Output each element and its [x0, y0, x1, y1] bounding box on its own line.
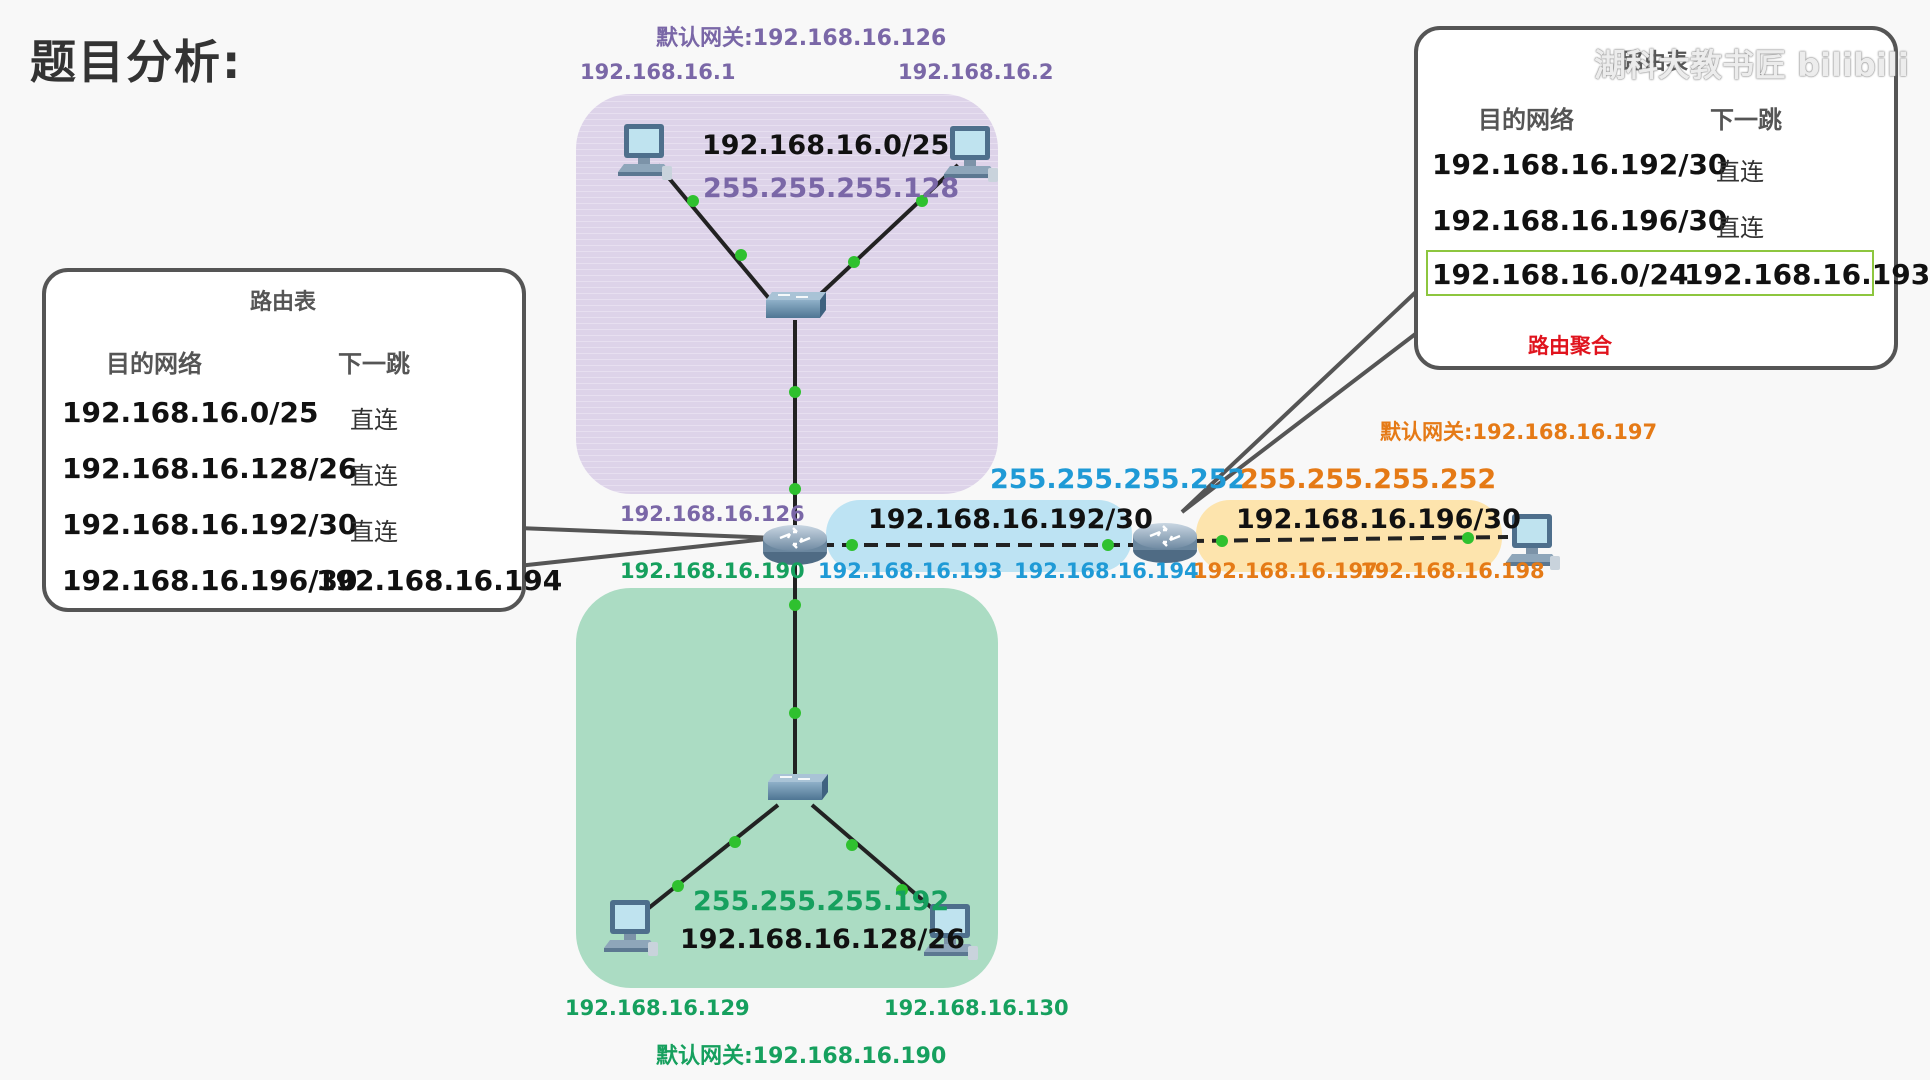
- right-table-row-2-dest: 192.168.16.196/30: [1432, 204, 1728, 237]
- bottom-lan-host-left-ip: 192.168.16.129: [565, 996, 750, 1020]
- right-table-row-2-next: 直连: [1716, 214, 1764, 242]
- route-aggregation-note: 路由聚合: [1528, 334, 1612, 358]
- left-table-row-4-dest: 192.168.16.196/30: [62, 564, 358, 597]
- link-dot: [789, 483, 801, 495]
- link-router2-pc5: [1189, 535, 1509, 543]
- link-pc1-switch-top: [656, 163, 774, 304]
- right-table-col-next: 下一跳: [1710, 106, 1782, 134]
- left-table-row-2-next: 直连: [350, 462, 398, 490]
- link-dot: [1462, 532, 1474, 544]
- link-dot: [789, 707, 801, 719]
- link-dot: [846, 539, 858, 551]
- right-table-callout-tail: [1180, 288, 1420, 514]
- router1-ip-top: 192.168.16.126: [620, 502, 805, 526]
- aggregated-route-highlight: [1426, 250, 1874, 296]
- pc-icon[interactable]: [618, 124, 672, 180]
- router2-ip-right: 192.168.16.197: [1193, 559, 1378, 583]
- bottom-lan-host-right-ip: 192.168.16.130: [884, 996, 1069, 1020]
- left-table-row-3-next: 直连: [350, 518, 398, 546]
- link-pc2-switch-top: [810, 163, 960, 304]
- r1-r2-mask: 255.255.255.252: [990, 464, 1247, 495]
- link-switch-bottom-pc3: [638, 803, 780, 917]
- router1-ip-right: 192.168.16.193: [818, 559, 1003, 583]
- link-dot: [1102, 539, 1114, 551]
- left-routing-table: 路由表 目的网络 下一跳 192.168.16.0/25 直连 192.168.…: [42, 268, 562, 612]
- r2-host-link-zone: [1196, 500, 1502, 572]
- right-table-row-3-next: 192.168.16.193: [1684, 258, 1930, 291]
- top-lan-network: 192.168.16.0/25: [702, 130, 950, 161]
- link-dot: [687, 195, 699, 207]
- left-table-row-3-dest: 192.168.16.192/30: [62, 508, 358, 541]
- r2-host-ip: 192.168.16.198: [1360, 559, 1545, 583]
- switch-icon[interactable]: [765, 291, 827, 319]
- link-dot: [735, 249, 747, 261]
- right-table-row-3-dest: 192.168.16.0/24: [1432, 258, 1689, 291]
- bottom-lan-network: 192.168.16.128/26: [680, 924, 965, 955]
- left-table-row-1-dest: 192.168.16.0/25: [62, 396, 319, 429]
- top-lan-mask: 255.255.255.128: [703, 173, 960, 204]
- bottom-lan-gateway: 默认网关:192.168.16.190: [656, 1044, 947, 1069]
- link-dot: [789, 386, 801, 398]
- right-table-title: 路由表: [1622, 50, 1689, 75]
- r1-r2-link-zone: [826, 500, 1132, 572]
- link-dot: [916, 195, 928, 207]
- link-dot: [789, 599, 801, 611]
- right-table-row-1-dest: 192.168.16.192/30: [1432, 148, 1728, 181]
- pc-icon[interactable]: [604, 900, 658, 956]
- link-dot: [848, 256, 860, 268]
- link-dot: [672, 880, 684, 892]
- bottom-lan-mask: 255.255.255.192: [693, 886, 950, 917]
- router1-ip-bottom: 192.168.16.190: [620, 559, 805, 583]
- right-routing-table: 路由表 目的网络 下一跳 192.168.16.192/30 直连 192.16…: [1414, 26, 1930, 370]
- r2-host-network: 192.168.16.196/30: [1236, 504, 1521, 535]
- top-lan-host-right-ip: 192.168.16.2: [898, 60, 1054, 84]
- link-switch-bottom-pc4: [810, 803, 942, 917]
- link-dot: [846, 839, 858, 851]
- link-dot: [1216, 535, 1228, 547]
- top-lan-gateway: 默认网关:192.168.16.126: [656, 26, 947, 51]
- r2-host-mask: 255.255.255.252: [1240, 464, 1497, 495]
- left-table-title: 路由表: [250, 290, 317, 315]
- right-table-col-dest: 目的网络: [1478, 106, 1574, 134]
- watermark: 湖科大教书匠 bilibili: [1594, 46, 1909, 84]
- left-table-col-next: 下一跳: [338, 350, 410, 378]
- link-dot: [896, 884, 908, 896]
- top-lan-host-left-ip: 192.168.16.1: [580, 60, 736, 84]
- router2-ip-left: 192.168.16.194: [1014, 559, 1199, 583]
- r2-host-gateway: 默认网关:192.168.16.197: [1380, 420, 1658, 444]
- link-dot: [729, 836, 741, 848]
- left-table-row-4-next: 192.168.16.194: [316, 564, 563, 597]
- left-table-row-2-dest: 192.168.16.128/26: [62, 452, 358, 485]
- left-table-col-dest: 目的网络: [106, 350, 202, 378]
- r1-r2-network: 192.168.16.192/30: [868, 504, 1153, 535]
- switch-icon[interactable]: [767, 773, 829, 801]
- left-table-row-1-next: 直连: [350, 406, 398, 434]
- page-title: 题目分析:: [30, 35, 243, 89]
- right-table-row-1-next: 直连: [1716, 158, 1764, 186]
